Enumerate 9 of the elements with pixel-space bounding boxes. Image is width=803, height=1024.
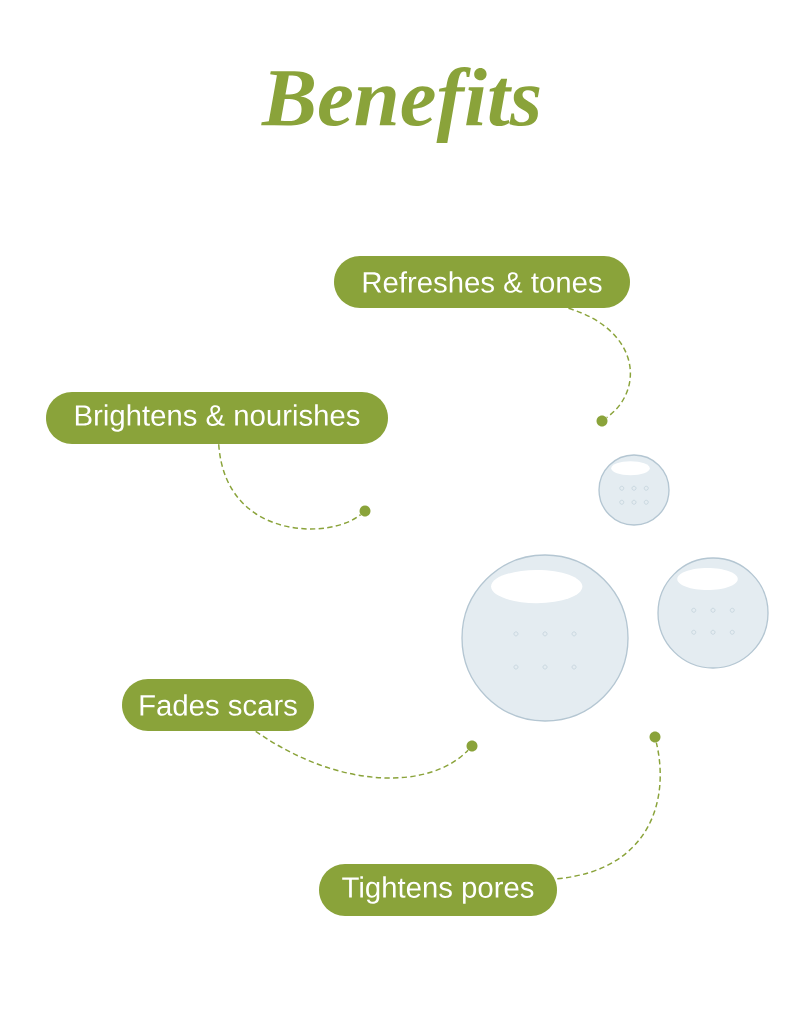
leader-line [556,741,661,880]
label-pill: Tightens pores [319,864,557,916]
leader-line [567,307,632,419]
leader-line [218,443,362,530]
leader-line [254,730,469,779]
label-pill: Refreshes & tones [334,256,630,308]
title: Benefits [261,67,540,143]
label-pill: Brightens & nourishes [46,392,388,444]
label-pill: Fades scars [122,679,314,731]
